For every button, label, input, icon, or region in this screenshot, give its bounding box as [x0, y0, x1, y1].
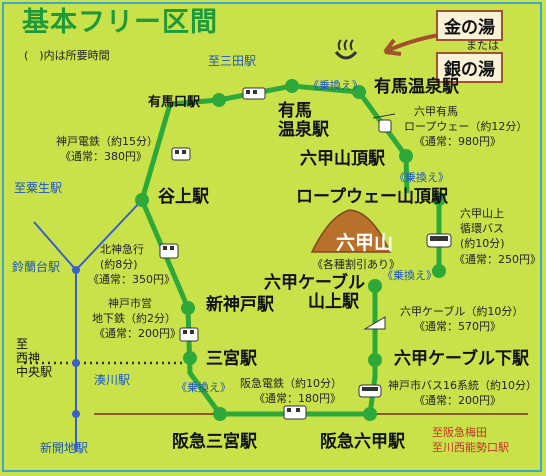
seg-busloop-4: 《通常：250円》: [454, 253, 541, 266]
station-suzurandai: 鈴蘭台駅: [12, 260, 61, 274]
transfer-label-sancho: 《乗換え》: [394, 171, 449, 184]
seg-ropeway-1: 六甲有馬: [414, 105, 458, 118]
seg-hankyu-1: 阪急電鉄（約10分）: [240, 377, 342, 390]
bus-icon-city: [358, 384, 382, 398]
transfer-label-sannomiya: 《乗換え》: [176, 381, 231, 394]
ropeway-icon: [372, 113, 396, 133]
station-dot-sannomiya: [183, 351, 197, 365]
station-hankyu-sannomiya: 阪急三宮駅: [172, 432, 257, 452]
seg-hokushin-3: 《通常：350円》: [88, 273, 175, 286]
seg-shintetsu-2: 《通常：380円》: [60, 150, 147, 163]
train-icon-shintetsu: [171, 147, 191, 161]
seg-citybus-2: 《通常：200円》: [414, 394, 501, 407]
to-kawanishi-label: 至川西能勢口駅: [432, 441, 509, 454]
seg-cable-1: 六甲ケーブル（約10分）: [400, 305, 524, 318]
bus-icon-loop: [426, 233, 452, 248]
station-arimaguchi: 有馬口駅: [148, 95, 201, 110]
station-hankyu-rokko: 阪急六甲駅: [320, 432, 405, 452]
seg-busloop-2: 循環バス: [460, 222, 504, 235]
seg-subway-1: 神戸市営: [108, 297, 152, 310]
station-dot-arima-onsen-l: [285, 79, 299, 93]
station-dot-cable-sanjo: [368, 279, 382, 293]
station-minatogawa: 湊川駅: [94, 373, 131, 387]
seg-hokushin-1: 北神急行: [100, 243, 144, 256]
map-title: 基本フリー区間: [22, 7, 218, 38]
train-icon-arimaguchi: [242, 87, 266, 100]
to-awaio-label: 至粟生駅: [14, 181, 63, 195]
cable-car-icon: [363, 316, 386, 330]
station-dot-suzurandai: [72, 266, 80, 274]
station-ropeway-sancho: ロープウェー山頂駅: [296, 187, 448, 207]
time-note: ( )内は所要時間: [24, 49, 110, 62]
awaio-branch-line: [33, 221, 77, 271]
station-arima-onsen-l2: 温泉駅: [278, 120, 329, 140]
station-dot-arimaguchi: [212, 93, 226, 107]
station-dot-hankyu-sannomiya: [213, 407, 227, 421]
station-dot-tanigami: [135, 193, 149, 207]
seg-ropeway-2: ロープウェー（約12分）: [404, 120, 528, 133]
station-cable-shita: 六甲ケーブル下駅: [394, 349, 529, 369]
to-umeda-label: 至阪急梅田: [432, 426, 487, 439]
station-rokko-sancho: 六甲山頂駅: [300, 149, 385, 169]
station-shinkobe: 新神戸駅: [206, 295, 274, 315]
seg-subway-2: 地下鉄（約2分）: [92, 312, 176, 325]
seg-cable-2: 《通常：570円》: [414, 320, 501, 333]
train-icon-hokushin: [159, 243, 179, 259]
train-icon-subway: [179, 327, 199, 342]
seg-ropeway-3: 《通常：980円》: [414, 135, 501, 148]
rokko-discount-note: 《各種割引あり》: [312, 258, 400, 271]
seg-subway-3: 《通常：200円》: [94, 327, 181, 340]
station-dot-arima-onsen-r: [352, 85, 366, 99]
seg-busloop-3: (約10分): [460, 237, 505, 250]
seg-shintetsu-1: 神戸電鉄（約15分）: [56, 135, 158, 148]
station-cable-sanjo-1: 六甲ケーブル: [264, 273, 365, 293]
seg-hankyu-2: 《通常：180円》: [254, 392, 341, 405]
station-shinkaichi: 新開地駅: [40, 441, 89, 455]
station-arima-onsen-r: 有馬温泉駅: [374, 77, 459, 97]
station-sannomiya: 三宮駅: [206, 349, 257, 369]
station-dot-hankyu-rokko: [363, 407, 377, 421]
train-icon-hankyu: [283, 405, 307, 420]
station-dot-busloop-end: [432, 264, 446, 278]
station-arima-onsen-l1: 有馬: [278, 101, 312, 121]
station-cable-sanjo-2: 山上駅: [308, 292, 359, 312]
station-dot-cable-shita: [368, 353, 382, 367]
seg-citybus-1: 神戸市バス16系統（約10分）: [388, 379, 537, 392]
station-dot-minatogawa: [72, 359, 80, 367]
rokko-mountain-label: 六甲山: [336, 232, 394, 254]
to-sanda-label: 至三田駅: [208, 54, 257, 68]
seg-busloop-1: 六甲山上: [460, 207, 504, 220]
to-nishishin-line1: 至: [16, 337, 29, 351]
kin-no-yu-box: 金の湯: [436, 10, 503, 41]
onsen-icon: [334, 39, 358, 60]
transfer-label-cable: 《乗換え》: [382, 269, 437, 282]
seg-hokushin-2: (約8分): [100, 258, 138, 271]
station-tanigami: 谷上駅: [158, 187, 209, 207]
station-dot-ropeway-sancho: [432, 192, 446, 206]
transfer-label-arima: 《乗換え》: [308, 79, 363, 92]
station-dot-shinkaichi: [72, 410, 80, 418]
station-dot-rokko-sancho: [399, 149, 413, 163]
gin-no-yu-box: 銀の湯: [436, 52, 503, 83]
rokko-mountain-icon: [310, 209, 392, 253]
station-dot-shinkobe: [181, 301, 195, 315]
to-nishishin-line3: 中央駅: [16, 365, 53, 379]
onsen-or-text: または: [466, 39, 499, 52]
to-nishishin-line2: 西神: [16, 351, 41, 365]
